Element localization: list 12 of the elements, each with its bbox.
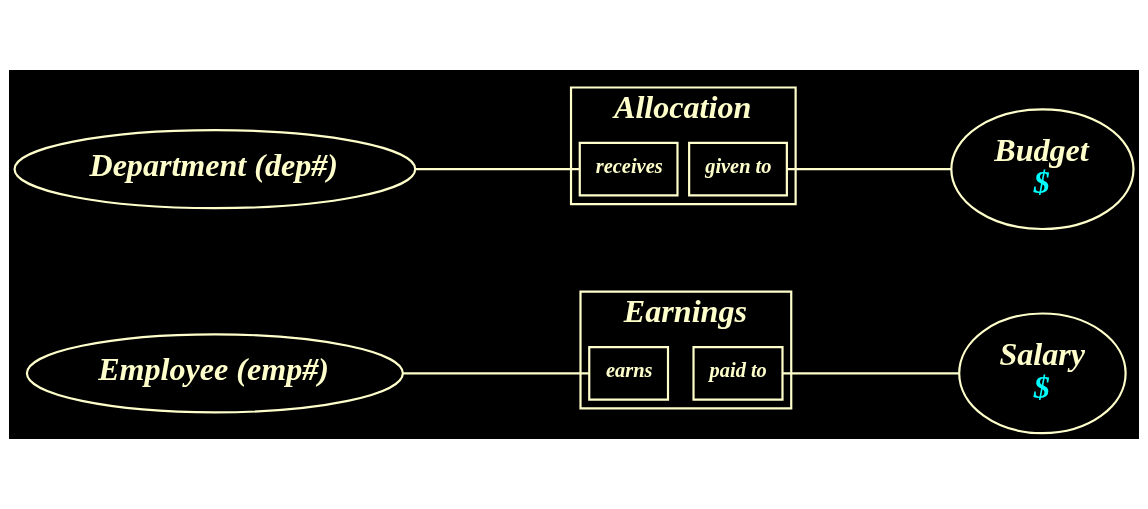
node-box: earns: [588, 346, 670, 401]
node-ellipse: Salary $: [958, 312, 1127, 435]
node-box: given to: [688, 141, 788, 197]
node-box: paid to: [692, 346, 784, 401]
connector: [782, 372, 959, 375]
node-ellipse: Employee (emp#): [25, 333, 404, 414]
connector: [415, 168, 580, 171]
node-ellipse: Budget $: [950, 108, 1135, 231]
node-ellipse: Department (dep#): [13, 129, 417, 210]
connector: [786, 168, 952, 171]
connector: [402, 372, 589, 375]
node-box: receives: [578, 141, 679, 197]
